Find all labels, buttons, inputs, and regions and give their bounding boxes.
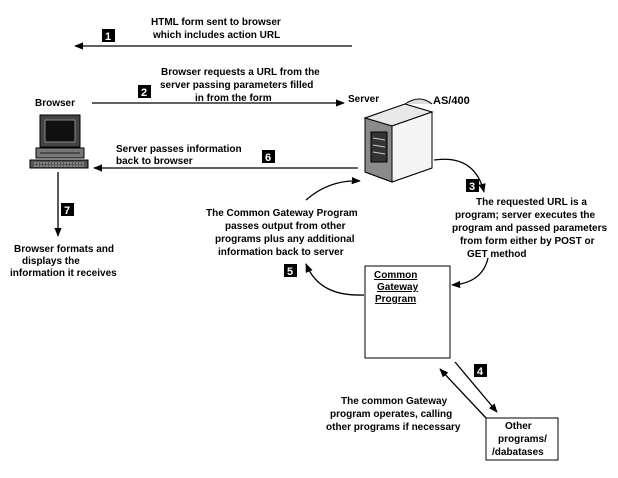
other-box-line-3: /dabatases	[492, 447, 544, 458]
arrow-step-5	[305, 263, 365, 296]
svg-text:programs plus any additional: programs plus any additional	[215, 234, 355, 245]
other-programs-box	[485, 417, 559, 461]
svg-text:back to browser: back to browser	[116, 156, 193, 167]
svg-text:GET method: GET method	[467, 249, 526, 260]
other-box-line-2: programs/	[498, 434, 547, 445]
arrow-step-4-down	[454, 361, 498, 413]
svg-text:4: 4	[477, 366, 484, 378]
svg-text:server passing parameters fil: server passing parameters filled	[160, 80, 313, 91]
server-label: Server	[348, 94, 379, 105]
svg-text:Browser requests a URL from th: Browser requests a URL from the	[161, 67, 320, 78]
svg-text:in from the form: in from the form	[195, 93, 272, 104]
svg-text:program and passed parameters: program and passed parameters	[452, 223, 607, 234]
cgi-box-line-3: Program	[375, 294, 416, 305]
step-badge-3: 3	[466, 179, 479, 193]
step-5-text: The Common Gateway Program passes output…	[206, 208, 358, 258]
svg-text:2: 2	[141, 87, 147, 99]
cgi-box-line-2: Gateway	[377, 282, 419, 293]
cgi-box-line-1: Common	[374, 270, 417, 281]
server-model-label: AS/400	[433, 95, 470, 107]
cgi-program-box	[364, 265, 451, 359]
svg-text:which includes action URL: which includes action URL	[152, 30, 280, 41]
step-7-text: Browser formats and displays the informa…	[10, 244, 117, 279]
svg-text:1: 1	[105, 31, 111, 43]
step-badge-4: 4	[474, 364, 487, 378]
step-2-text: Browser requests a URL from the server p…	[160, 67, 320, 104]
svg-text:information it receives: information it receives	[10, 268, 117, 279]
step-badge-7: 7	[61, 203, 74, 217]
svg-text:Server passes information: Server passes information	[116, 144, 242, 155]
step-3-text: The requested URL is a program; server e…	[452, 197, 607, 260]
arrow-step-3-curve	[433, 158, 486, 193]
svg-text:7: 7	[64, 205, 70, 217]
arrow-step-4-up	[439, 368, 487, 419]
step-4-text: The common Gateway program operates, cal…	[326, 396, 461, 433]
svg-text:The common Gateway: The common Gateway	[341, 396, 448, 407]
svg-text:5: 5	[287, 266, 293, 278]
svg-text:displays the: displays the	[22, 256, 80, 267]
svg-text:The requested URL is a: The requested URL is a	[476, 197, 587, 208]
step-badge-6: 6	[262, 150, 275, 164]
step-6-text: Server passes information back to browse…	[116, 144, 242, 167]
svg-text:other programs if necessary: other programs if necessary	[326, 422, 461, 433]
arrow-up-to-server	[305, 176, 361, 201]
svg-text:The Common Gateway Program: The Common Gateway Program	[206, 208, 358, 219]
browser-label: Browser	[35, 98, 75, 109]
other-box-line-1: Other	[505, 421, 532, 432]
step-badge-1: 1	[102, 29, 115, 43]
svg-text:program operates, calling: program operates, calling	[330, 409, 452, 420]
desktop-computer-icon	[29, 114, 89, 169]
svg-text:3: 3	[469, 181, 475, 193]
svg-text:program; server executes the: program; server executes the	[455, 210, 596, 221]
arrow-into-cgi	[451, 257, 489, 289]
step-badge-2: 2	[138, 85, 151, 99]
svg-text:Browser formats and: Browser formats and	[14, 244, 114, 255]
svg-text:passes output from other: passes output from other	[225, 221, 346, 232]
svg-text:from form either by POST or: from form either by POST or	[460, 236, 595, 247]
as400-server-icon	[363, 98, 434, 183]
step-badge-5: 5	[284, 264, 297, 278]
step-1-text: HTML form sent to browser which includes…	[151, 17, 281, 41]
svg-text:6: 6	[265, 152, 271, 164]
svg-text:HTML form sent to browser: HTML form sent to browser	[151, 17, 281, 28]
svg-text:information back to server: information back to server	[218, 247, 344, 258]
